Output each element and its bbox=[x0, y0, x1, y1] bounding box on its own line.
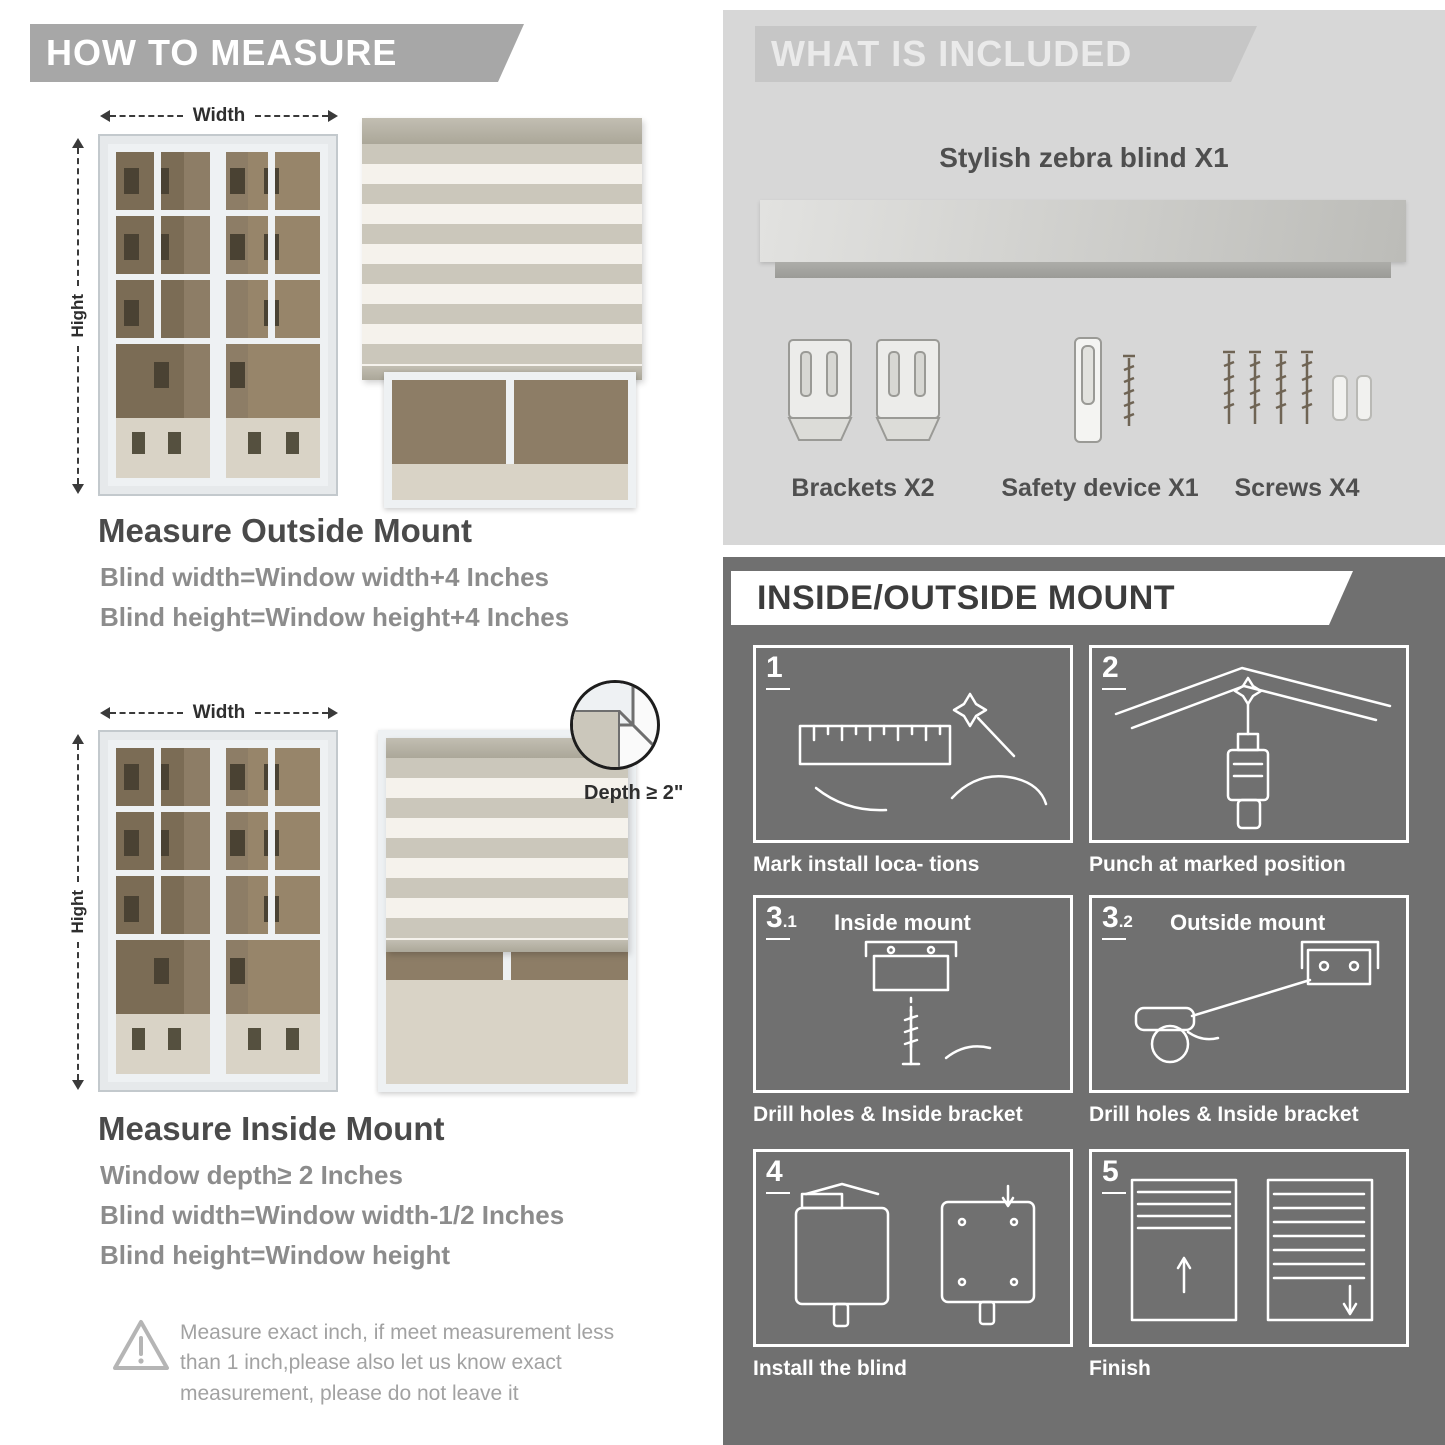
blind-headrail bbox=[386, 738, 628, 758]
inside-formula-height: Blind height=Window height bbox=[100, 1240, 450, 1270]
drill-illustration bbox=[1114, 666, 1392, 830]
depth-callout-label: Depth ≥ 2" bbox=[584, 782, 684, 804]
how-to-measure-header: HOW TO MEASURE bbox=[30, 24, 524, 82]
brackets-icon bbox=[781, 332, 951, 464]
inside-formula-width: Blind width=Window width-1/2 Inches bbox=[100, 1200, 565, 1230]
arrow-left-icon bbox=[100, 110, 110, 122]
outside-formula-height: Blind height=Window height+4 Inches bbox=[100, 602, 570, 632]
step-inline-label: Outside mount bbox=[1170, 910, 1326, 935]
install-blind-illustration bbox=[794, 1182, 1036, 1328]
step-caption-3-1: Drill holes & Inside bracket bbox=[753, 1103, 1023, 1126]
height-label: Hight bbox=[68, 294, 87, 338]
step-panel-5: 5 bbox=[1089, 1149, 1409, 1347]
included-section: WHAT IS INCLUDED Stylish zebra blind X1 bbox=[723, 10, 1445, 545]
arrow-right-icon bbox=[328, 110, 338, 122]
step-number: 4 bbox=[766, 1155, 783, 1188]
height-arrow-outside: Hight bbox=[68, 138, 88, 494]
step-caption-5: Finish bbox=[1089, 1357, 1151, 1380]
finish-illustration bbox=[1130, 1178, 1374, 1322]
width-label: Width bbox=[192, 105, 246, 126]
step-panel-1: 1 bbox=[753, 645, 1073, 843]
blind-headrail-lip bbox=[775, 262, 1391, 278]
mark-locations-illustration bbox=[798, 692, 1048, 812]
product-title: Stylish zebra blind X1 bbox=[939, 142, 1229, 173]
inside-bracket-illustration bbox=[864, 940, 992, 1066]
step-number: 5 bbox=[1102, 1155, 1119, 1188]
blind-headrail bbox=[362, 118, 642, 144]
blind-headrail-illustration bbox=[760, 200, 1406, 262]
window-diagram-inside bbox=[98, 730, 338, 1092]
item-label-safety-device: Safety device X1 bbox=[1001, 474, 1199, 502]
depth-callout-circle bbox=[570, 680, 660, 770]
arrow-left-icon bbox=[100, 707, 110, 719]
step-panel-2: 2 bbox=[1089, 645, 1409, 843]
inside-formula-depth: Window depth≥ 2 Inches bbox=[100, 1160, 403, 1190]
window-diagram-outside bbox=[98, 134, 338, 496]
what-is-included-header: WHAT IS INCLUDED bbox=[755, 26, 1257, 82]
step-caption-4: Install the blind bbox=[753, 1357, 908, 1380]
step-number: 3.2 bbox=[1102, 901, 1133, 934]
inside-mount-title: Measure Inside Mount bbox=[98, 1110, 445, 1147]
blind-stripes bbox=[386, 758, 628, 940]
outside-mount-title: Measure Outside Mount bbox=[98, 512, 473, 549]
arrow-up-icon bbox=[72, 138, 84, 148]
width-arrow-outside: Width bbox=[100, 105, 338, 126]
zebra-blind-diagram-inside bbox=[386, 738, 628, 952]
blind-bottomrail bbox=[386, 940, 628, 952]
inside-outside-mount-header: INSIDE/OUTSIDE MOUNT bbox=[731, 571, 1353, 625]
height-arrow-inside: Hight bbox=[68, 734, 88, 1090]
height-label: Hight bbox=[68, 890, 87, 934]
window-below-blind-outside bbox=[384, 372, 636, 508]
safety-device-icon bbox=[1053, 330, 1163, 464]
width-arrow-inside: Width bbox=[100, 702, 338, 723]
outside-formula-width: Blind width=Window width+4 Inches bbox=[100, 562, 549, 592]
step-number: 3.1 bbox=[766, 901, 797, 934]
step-caption-3-2: Drill holes & Inside bracket bbox=[1089, 1103, 1359, 1126]
blind-stripes bbox=[362, 144, 642, 366]
zebra-blind-diagram-outside bbox=[362, 118, 642, 380]
arrow-right-icon bbox=[328, 707, 338, 719]
step-caption-2: Punch at marked position bbox=[1089, 853, 1346, 876]
step-number: 2 bbox=[1102, 651, 1119, 684]
warning-triangle-icon bbox=[110, 1316, 172, 1374]
step-caption-1: Mark install loca- tions bbox=[753, 853, 980, 876]
mount-guide-section: INSIDE/OUTSIDE MOUNT 1 Mark install loca… bbox=[723, 557, 1445, 1445]
step-panel-4: 4 bbox=[753, 1149, 1073, 1347]
warning-text: Measure exact inch, if meet measurement … bbox=[180, 1321, 615, 1405]
item-label-screws: Screws X4 bbox=[1234, 474, 1360, 502]
arrow-down-icon bbox=[72, 1080, 84, 1090]
arrow-up-icon bbox=[72, 734, 84, 744]
screws-icon bbox=[1215, 332, 1381, 464]
step-inline-label: Inside mount bbox=[834, 910, 971, 935]
step-panel-3-1: 3.1 Inside mount bbox=[753, 895, 1073, 1093]
blind-in-window-inside bbox=[378, 730, 636, 1092]
arrow-down-icon bbox=[72, 484, 84, 494]
outside-bracket-illustration bbox=[1134, 940, 1380, 1064]
item-label-brackets: Brackets X2 bbox=[791, 474, 935, 502]
width-label: Width bbox=[192, 702, 246, 723]
step-number: 1 bbox=[766, 651, 783, 684]
step-panel-3-2: 3.2 Outside mount bbox=[1089, 895, 1409, 1093]
